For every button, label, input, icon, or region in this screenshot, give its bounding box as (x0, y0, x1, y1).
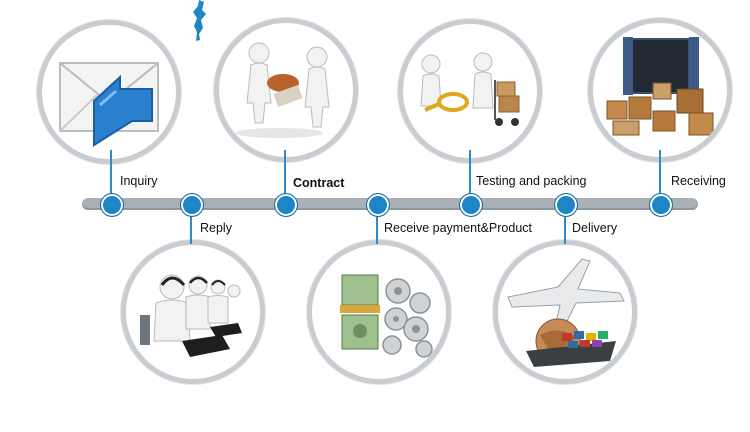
testing-image (398, 19, 542, 163)
reply-image (121, 240, 265, 384)
stem-reply (190, 206, 192, 244)
node-reply (180, 193, 204, 217)
blue-splash-decoration (193, 0, 206, 41)
stem-payment (376, 206, 378, 244)
stem-delivery (564, 206, 566, 244)
node-payment (366, 193, 390, 217)
label-delivery: Delivery (572, 221, 618, 235)
inquiry-image (37, 20, 181, 164)
delivery-image (493, 240, 637, 384)
node-delivery (554, 193, 578, 217)
call-center-icon (140, 274, 242, 357)
stem-receiving (659, 150, 661, 202)
label-receiving: Receiving (671, 174, 726, 188)
node-inquiry (100, 193, 124, 217)
container-boxes-icon (606, 37, 714, 136)
stem-inquiry (110, 150, 112, 202)
stem-testing (469, 150, 471, 202)
timeline-bar (82, 198, 698, 210)
label-testing: Testing and packing (476, 174, 587, 188)
stem-contract (284, 150, 286, 202)
handshake-figures-icon (235, 42, 330, 138)
node-testing (459, 193, 483, 217)
plane-ship-globe-icon (507, 258, 625, 367)
receiving-image (588, 18, 732, 162)
label-contract: Contract (293, 176, 345, 190)
magnifier-boxes-icon (420, 52, 520, 126)
contract-image (214, 18, 358, 162)
node-receiving (649, 193, 673, 217)
node-contract (274, 193, 298, 217)
label-payment: Receive payment&Product (384, 221, 532, 235)
money-gears-icon (340, 274, 433, 358)
label-reply: Reply (200, 221, 232, 235)
label-inquiry: Inquiry (120, 174, 158, 188)
payment-image (307, 240, 451, 384)
envelope-reply-icon (59, 62, 159, 147)
